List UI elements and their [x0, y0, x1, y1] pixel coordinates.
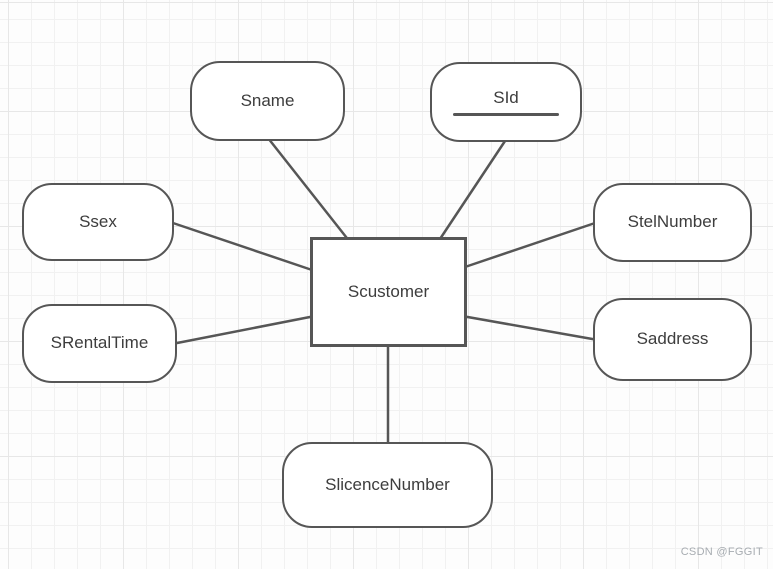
attribute-slicencenumber[interactable]: SlicenceNumber — [282, 442, 493, 528]
connector-scustomer-stelnumber[interactable] — [460, 220, 600, 270]
entity-scustomer[interactable]: Scustomer — [310, 237, 467, 347]
watermark: CSDN @FGGIT — [680, 546, 763, 558]
connector-scustomer-saddress[interactable] — [460, 314, 600, 342]
attribute-label: StelNumber — [627, 212, 718, 232]
attribute-srentaltime[interactable]: SRentalTime — [22, 304, 177, 383]
attribute-label: SId — [493, 88, 519, 108]
primary-key-underline — [453, 112, 559, 116]
connector-scustomer-sname[interactable] — [266, 136, 352, 244]
attribute-label: SRentalTime — [50, 333, 149, 353]
connector-scustomer-sid[interactable] — [436, 136, 509, 244]
attribute-label: Sname — [240, 90, 295, 110]
attribute-ssex[interactable]: Ssex — [22, 183, 174, 261]
attribute-label: SlicenceNumber — [325, 474, 450, 494]
attribute-sid[interactable]: SId — [430, 62, 582, 142]
attribute-stelnumber[interactable]: StelNumber — [593, 183, 752, 262]
attribute-label: Ssex — [79, 211, 117, 231]
attribute-label: Saddress — [636, 329, 709, 349]
connector-scustomer-ssex[interactable] — [168, 220, 317, 273]
entity-label: Scustomer — [347, 281, 430, 301]
attribute-sname[interactable]: Sname — [190, 61, 345, 141]
connector-scustomer-srentaltime[interactable] — [170, 314, 317, 346]
attribute-saddress[interactable]: Saddress — [593, 298, 752, 381]
